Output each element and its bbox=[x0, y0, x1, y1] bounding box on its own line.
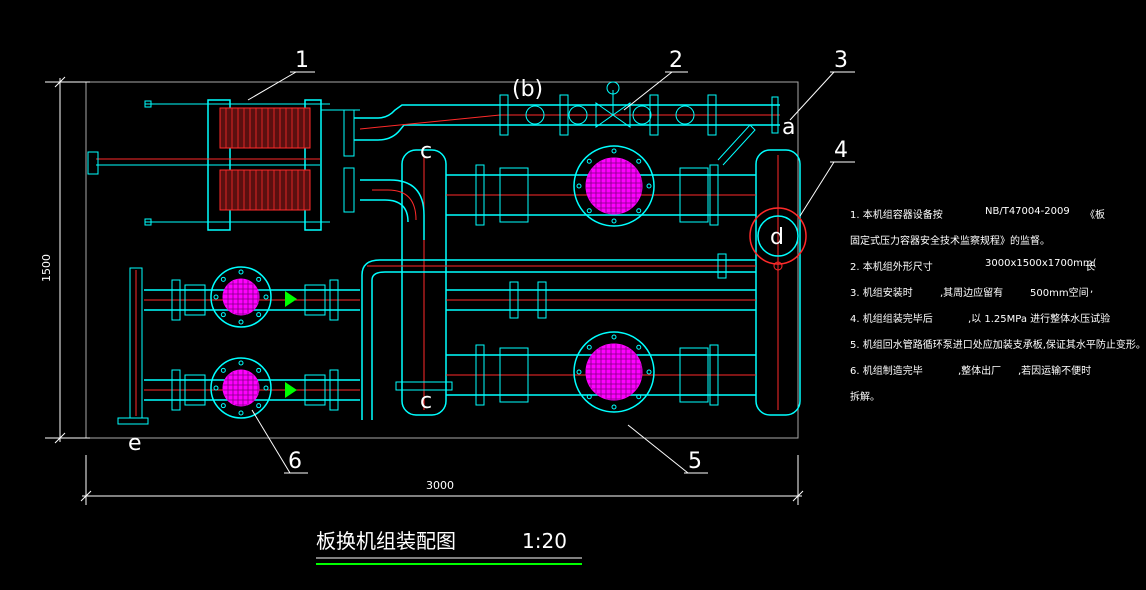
lower-main-pump bbox=[573, 331, 655, 413]
callout-5: 5 bbox=[688, 449, 702, 474]
width-dimension bbox=[80, 455, 804, 505]
port-label-a: a bbox=[782, 115, 795, 140]
left-upper-pump bbox=[210, 266, 272, 328]
dim-height-label: 1500 bbox=[40, 254, 53, 282]
port-label-c-top: c bbox=[420, 139, 432, 164]
port-label-c-bottom: c bbox=[420, 389, 432, 414]
upper-main-pump bbox=[573, 145, 655, 227]
note-line-3-part-1: 2. 本机组外形尺寸 bbox=[850, 262, 933, 273]
assembly-drawing: 1500 3000 bbox=[40, 48, 855, 565]
note-line-4-part-4: , bbox=[1090, 284, 1094, 295]
flow-arrow-2 bbox=[285, 382, 297, 398]
note-line-1-part-2: NB/T47004-2009 bbox=[985, 206, 1070, 217]
note-line-5-part-2: ,以 1.25MPa 进行整体水压试验 bbox=[968, 314, 1111, 325]
note-line-2-part-1: 固定式压力容器安全技术监察规程》的监督。 bbox=[850, 236, 1050, 247]
note-line-6-part-1: 5. 机组回水管路循环泵进口处应加装支承板,保证其水平防止变形。 bbox=[850, 340, 1146, 351]
port-label-d: d bbox=[770, 225, 784, 250]
note-line-3-part-3: 长 bbox=[1085, 262, 1095, 273]
note-line-1-part-3: 《板 bbox=[1085, 210, 1105, 221]
skid-frame bbox=[85, 81, 799, 439]
note-line-4-part-1: 3. 机组安装时 bbox=[850, 288, 913, 299]
middle-bypass-lines bbox=[361, 253, 756, 420]
callout-6: 6 bbox=[288, 449, 302, 474]
right-manifold bbox=[749, 149, 807, 416]
port-label-e: e bbox=[128, 431, 142, 456]
note-line-4-part-2: ,其周边应留有 bbox=[940, 288, 1004, 299]
plate-heat-exchanger bbox=[87, 99, 330, 231]
callout-3: 3 bbox=[834, 48, 848, 73]
note-line-4-part-3: 500mm空间 bbox=[1030, 288, 1089, 299]
callout-4: 4 bbox=[834, 138, 848, 163]
note-line-8-part-1: 拆解。 bbox=[850, 392, 880, 403]
dim-width-label: 3000 bbox=[426, 479, 454, 492]
port-label-b: (b) bbox=[512, 77, 543, 102]
left-lower-pump bbox=[210, 357, 272, 419]
note-line-3-part-2: 3000x1500x1700mm( bbox=[985, 258, 1097, 269]
note-line-7-part-2: ,整体出厂 bbox=[958, 366, 1002, 377]
note-line-1-part-1: 1. 本机组容器设备按 bbox=[850, 210, 943, 221]
callout-2: 2 bbox=[669, 48, 683, 73]
note-line-7-part-1: 6. 机组制造完毕 bbox=[850, 366, 923, 377]
note-line-5-part-1: 4. 机组组装完毕后 bbox=[850, 314, 933, 325]
top-header-pipe bbox=[321, 81, 780, 166]
note-line-7-part-3: ,若因运输不便时 bbox=[1018, 366, 1092, 377]
height-dimension bbox=[45, 76, 90, 444]
callout-1: 1 bbox=[295, 48, 309, 73]
callout-leaders bbox=[247, 71, 855, 474]
vertical-return-pipe bbox=[343, 149, 453, 416]
drawing-scale: 1:20 bbox=[522, 529, 567, 553]
drawing-title: 板换机组装配图 bbox=[316, 529, 456, 553]
flow-arrow-1 bbox=[285, 291, 297, 307]
